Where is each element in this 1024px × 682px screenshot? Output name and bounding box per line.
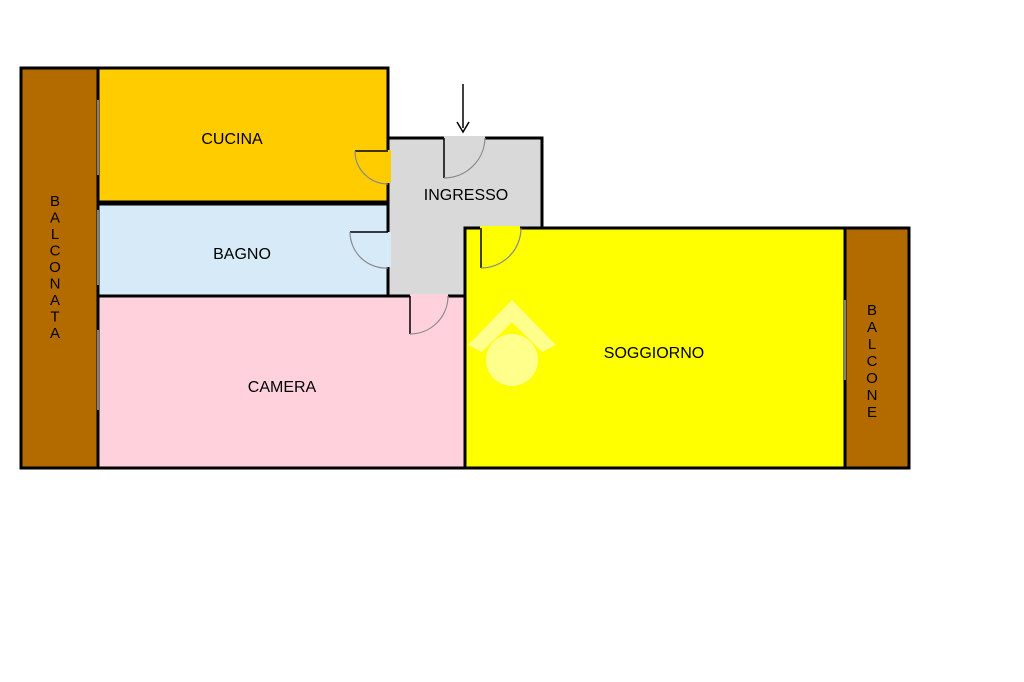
balconata-area — [19, 66, 100, 470]
door-camera — [409, 294, 449, 335]
door-bagno — [349, 231, 391, 269]
door-soggiorno — [480, 226, 522, 269]
soggiorno-label: SOGGIORNO — [604, 345, 704, 362]
cucina-room — [96, 66, 390, 204]
entrance-arrow-icon — [456, 84, 470, 134]
bagno-label: BAGNO — [213, 246, 271, 263]
camera-room — [96, 294, 467, 470]
balcone-area — [843, 226, 911, 470]
door-cucina — [354, 150, 391, 185]
camera-label: CAMERA — [248, 379, 317, 396]
door-ingresso — [443, 136, 486, 179]
ingresso-label: INGRESSO — [424, 187, 508, 204]
house-logo-watermark — [468, 300, 556, 386]
cucina-label: CUCINA — [201, 131, 263, 148]
bagno-room — [96, 202, 390, 298]
